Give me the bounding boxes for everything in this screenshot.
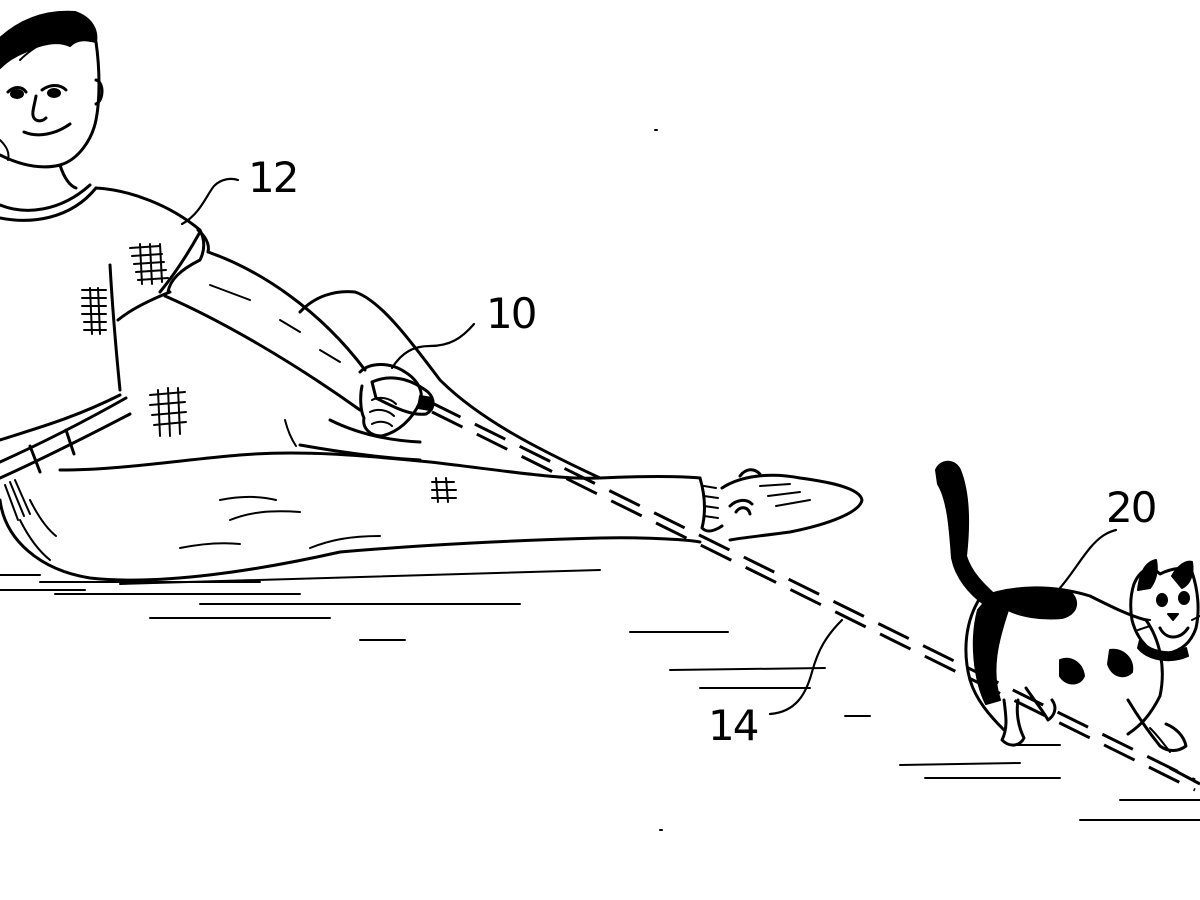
label-laser-device: 10 [486,289,535,338]
hair [0,10,98,69]
raised-leg [298,290,602,480]
cat-head [1129,566,1200,656]
cat-figure [935,460,1200,753]
arm [206,250,367,372]
leader-14 [768,618,844,716]
person-figure [0,10,864,582]
floor-hatching [0,129,1200,831]
sock [698,476,724,533]
label-person: 12 [248,153,297,202]
label-light-beam: 14 [708,701,758,750]
cat-tail [935,460,997,605]
shirt-pattern [81,243,169,335]
light-beam [429,400,1200,792]
laser-device [370,376,435,416]
shirt [94,186,206,294]
leader-10 [390,322,476,370]
label-cat: 20 [1106,483,1155,532]
leader-lines [180,177,1118,716]
reference-numerals: 12 10 14 20 [248,153,1157,750]
hand [358,363,423,438]
pants [0,498,702,582]
face [0,40,101,169]
shoe [720,473,864,542]
sleeve [158,230,202,294]
cat-patch [972,587,1078,705]
leader-20 [1058,528,1118,590]
leader-12 [180,177,240,226]
belt [0,396,128,464]
